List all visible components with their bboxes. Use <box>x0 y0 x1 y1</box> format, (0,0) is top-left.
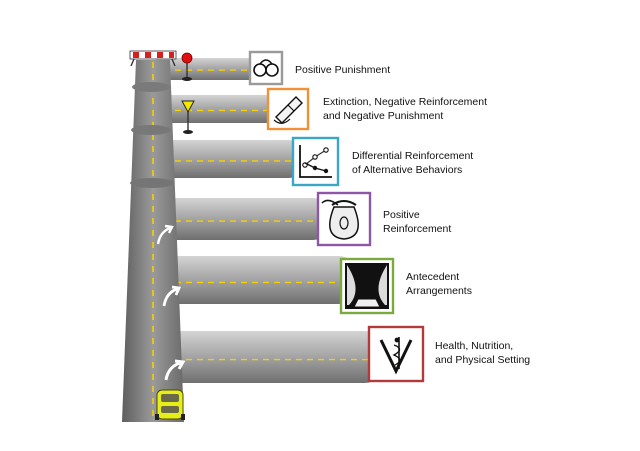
level-label-line: Positive <box>383 209 420 221</box>
level-label-line: Positive Punishment <box>295 64 391 76</box>
stage-curtain-icon <box>339 257 395 315</box>
level-label-line: of Alternative Behaviors <box>352 164 463 176</box>
eraser-icon <box>266 87 310 131</box>
road-barrier <box>129 50 177 67</box>
level-label-line: Health, Nutrition, <box>435 340 514 352</box>
car-icon <box>155 389 185 420</box>
branch-road <box>150 331 390 383</box>
level-label-line: and Negative Punishment <box>323 110 444 122</box>
road-ring <box>130 178 174 188</box>
level-label-line: Arrangements <box>406 285 472 297</box>
turn-arrow-icon <box>156 224 174 245</box>
level-label-line: and Physical Setting <box>435 354 531 366</box>
level-label: Health, Nutrition, and Physical Setting <box>435 339 530 367</box>
main-road-body <box>122 60 184 422</box>
stop-sign-icon <box>181 52 193 81</box>
road-ring <box>132 82 170 92</box>
level-label-line: Differential Reinforcement <box>352 150 474 162</box>
branch-road <box>150 198 334 240</box>
branch-road <box>150 140 308 178</box>
level-label-line: Antecedent <box>406 271 460 283</box>
level-icons <box>248 50 425 383</box>
branch-road <box>150 58 266 80</box>
yield-sign-icon <box>181 100 195 134</box>
line-graph-icon <box>291 136 340 187</box>
main-road <box>122 60 186 422</box>
level-label-line: Extinction, Negative Reinforcement <box>323 96 487 108</box>
road-ring <box>131 125 171 135</box>
turn-arrow-icon <box>164 359 186 381</box>
level-label-line: Reinforcement <box>383 223 452 235</box>
level-label: Extinction, Negative Reinforcement and Ne… <box>323 95 487 123</box>
level-label: Positive Punishment <box>295 63 390 77</box>
money-bag-icon <box>316 191 372 247</box>
level-label: Differential Reinforcement of Alternative… <box>352 149 473 177</box>
handcuffs-icon <box>248 50 284 86</box>
branch-roads <box>150 58 390 383</box>
branch-road <box>150 256 362 304</box>
caduceus-icon <box>367 325 425 383</box>
turn-arrow-icon <box>162 285 182 307</box>
